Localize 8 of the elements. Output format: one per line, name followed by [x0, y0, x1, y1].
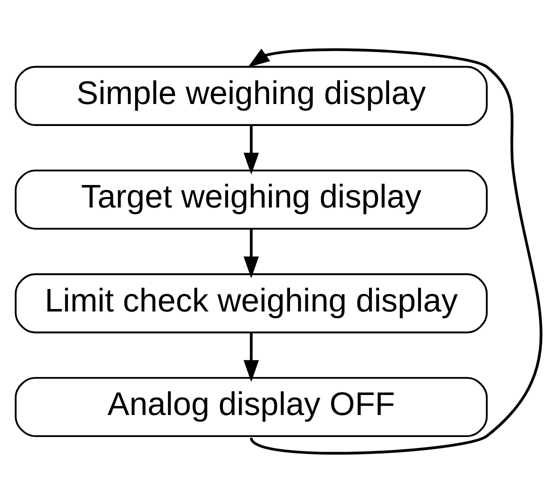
arrow: [248, 48, 542, 454]
arrow: [244, 124, 259, 174]
node-box: Limit check weighing display: [14, 272, 488, 333]
node-box: Target weighing display: [14, 169, 488, 230]
node-box: Analog display OFF: [14, 376, 488, 436]
arrow: [244, 332, 259, 382]
arrow: [244, 228, 259, 278]
node-box: Simple weighing display: [14, 65, 488, 126]
